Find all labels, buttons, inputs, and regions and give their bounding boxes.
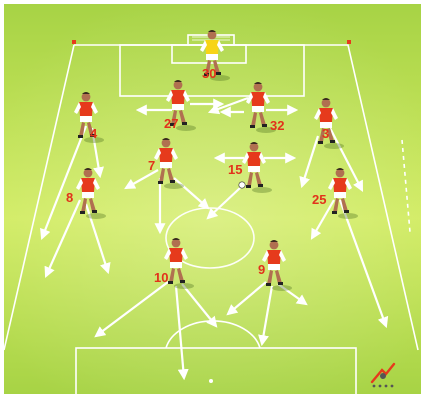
player-number: 25 [312, 192, 326, 207]
ball-icon [239, 182, 245, 188]
player-number: 32 [270, 118, 284, 133]
goalkeeper-number: 30 [202, 66, 216, 81]
player-number: 3 [322, 126, 329, 141]
corner-flag-left [72, 40, 76, 44]
player-number: 27 [164, 116, 178, 131]
ball-penalty-spot [209, 379, 213, 383]
player-number: 7 [148, 158, 155, 173]
player-number: 10 [154, 270, 168, 285]
player-number: 4 [90, 126, 98, 141]
player-number: 8 [66, 190, 73, 205]
player-number: 15 [228, 162, 242, 177]
player-number: 9 [258, 262, 265, 277]
corner-flag-right [347, 40, 351, 44]
